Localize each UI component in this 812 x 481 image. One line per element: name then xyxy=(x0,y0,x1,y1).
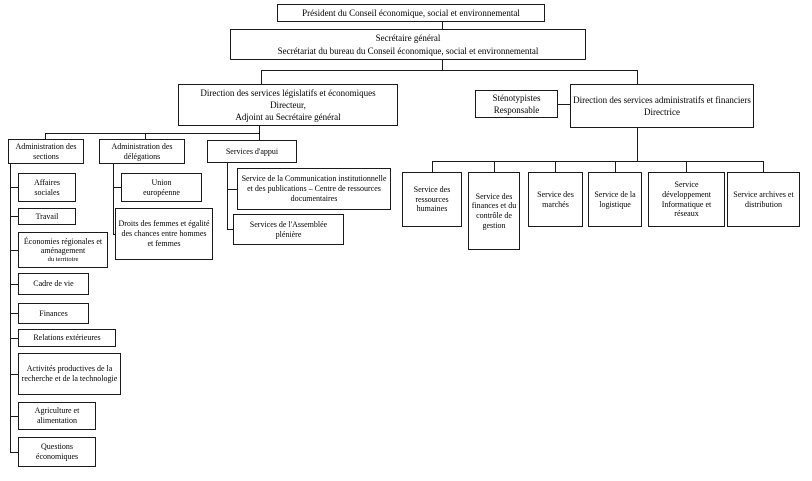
delegation-label: Droits des femmes et égalité des chances… xyxy=(118,219,210,248)
connector-to-service xyxy=(494,161,495,172)
support-services-label: Services d'appui xyxy=(225,146,279,156)
support-service-label: Service de la Communication institutionn… xyxy=(241,174,387,203)
connector-main-horizontal xyxy=(261,70,638,71)
section-label: Relations extérieures xyxy=(33,333,101,343)
connector-stub xyxy=(227,189,237,190)
org-box-admin-sections: Administration des sections xyxy=(8,139,84,164)
section-label: Activités productives de la recherche et… xyxy=(21,364,118,383)
connector-stub xyxy=(10,187,18,188)
org-box-service-assemblee-pleniere: Services de l'Assemblée plénière xyxy=(233,214,344,245)
connector-stub xyxy=(10,313,18,314)
connector-stub xyxy=(10,338,18,339)
stenotypists-role: Responsable xyxy=(493,105,540,115)
section-label: Travail xyxy=(35,211,59,221)
connector-support-trunk xyxy=(227,163,228,229)
connector-stenotypists xyxy=(558,104,570,105)
section-label: Affaires sociales xyxy=(33,177,61,197)
section-label: Cadre de vie xyxy=(33,279,74,289)
section-label: Économies régionales et aménagement xyxy=(23,236,103,256)
secretary-general-title: Secrétaire général xyxy=(375,33,441,44)
connector-stub xyxy=(113,187,121,188)
connector-to-administrative xyxy=(637,70,638,84)
stenotypists-title: Sténotypistes xyxy=(492,92,541,103)
org-box-section-questions-economiques: Questions économiques xyxy=(18,437,96,467)
admin-service-label: Service développement Informatique et ré… xyxy=(661,180,712,219)
connector-stub xyxy=(113,234,115,235)
legislative-direction-role1: Directeur, xyxy=(270,99,306,110)
connector-secretary-down xyxy=(442,60,443,70)
connector-stub xyxy=(10,284,18,285)
org-box-secretary-general: Secrétaire général Secrétariat du bureau… xyxy=(230,29,586,60)
connector-to-service xyxy=(555,161,556,172)
connector-stub xyxy=(10,416,18,417)
connector-stub xyxy=(227,229,233,230)
org-box-section-activites-productives: Activités productives de la recherche et… xyxy=(18,353,121,395)
connector-president-secretary xyxy=(442,22,443,29)
org-box-service-informatique-reseaux: Service développement Informatique et ré… xyxy=(648,172,725,227)
connector-to-legislative xyxy=(261,70,262,84)
org-box-admin-delegations: Administration des délégations xyxy=(99,139,185,164)
connector-to-service xyxy=(432,161,433,172)
administrative-direction-role: Directrice xyxy=(644,107,680,117)
org-box-section-cadre-de-vie: Cadre de vie xyxy=(18,273,89,295)
connector-stub xyxy=(10,216,18,217)
admin-service-label: Service de la logistique xyxy=(594,189,636,209)
admin-service-label: Service archives et distribution xyxy=(733,189,794,209)
president-label: Président du Conseil économique, social … xyxy=(302,7,520,18)
section-label: Finances xyxy=(39,308,68,318)
connector-legislative-horizontal xyxy=(45,133,260,134)
secretary-general-subtitle: Secrétariat du bureau du Conseil économi… xyxy=(277,45,539,56)
admin-service-label: Service des marchés xyxy=(537,189,574,209)
org-box-section-travail: Travail xyxy=(18,208,76,225)
org-box-legislative-direction: Direction des services législatifs et éc… xyxy=(178,84,398,126)
org-box-service-archives-distribution: Service archives et distribution xyxy=(727,172,800,227)
connector-to-admin-sections xyxy=(45,133,46,139)
org-box-section-relations-exterieures: Relations extérieures xyxy=(18,329,116,347)
org-box-section-economies-regionales: Économies régionales et aménagement du t… xyxy=(18,232,108,268)
connector-services-horizontal xyxy=(432,161,763,162)
support-service-label: Services de l'Assemblée plénière xyxy=(249,219,328,239)
org-box-administrative-direction: Direction des services administratifs et… xyxy=(570,84,754,128)
legislative-direction-title: Direction des services législatifs et éc… xyxy=(200,87,376,98)
connector-to-service xyxy=(763,161,764,172)
org-box-section-affaires-sociales: Affaires sociales xyxy=(18,173,76,202)
administrative-direction-title: Direction des services administratifs et… xyxy=(573,94,751,105)
org-box-delegation-union-europeenne: Union européenne xyxy=(121,173,202,202)
delegation-label: Union européenne xyxy=(143,177,180,197)
connector-administrative-down xyxy=(637,128,638,161)
legislative-direction-role2: Adjoint au Secrétaire général xyxy=(235,112,341,123)
admin-sections-label: Administration des sections xyxy=(15,141,77,161)
section-label: Questions économiques xyxy=(35,442,79,461)
admin-service-label: Service des ressources humaines xyxy=(413,184,451,214)
org-box-service-finances-controle: Service des finances et du contrôle de g… xyxy=(468,172,520,250)
org-box-stenotypists: Sténotypistes Responsable xyxy=(475,90,558,118)
connector-stub xyxy=(10,374,18,375)
connector-to-service xyxy=(615,161,616,172)
org-box-support-services: Services d'appui xyxy=(207,140,297,163)
org-box-delegation-droits-des-femmes: Droits des femmes et égalité des chances… xyxy=(115,208,213,260)
org-box-service-marches: Service des marchés xyxy=(528,172,583,227)
org-box-service-ressources-humaines: Service des ressources humaines xyxy=(402,172,462,227)
section-sublabel: du territoire xyxy=(47,256,79,264)
admin-delegations-label: Administration des délégations xyxy=(111,141,173,161)
connector-delegations-trunk xyxy=(113,164,114,234)
org-box-section-agriculture: Agriculture et alimentation xyxy=(18,402,96,430)
section-label: Agriculture et alimentation xyxy=(34,406,80,425)
connector-to-service xyxy=(686,161,687,172)
connector-to-admin-delegations xyxy=(145,133,146,139)
org-box-section-finances: Finances xyxy=(18,303,89,324)
admin-service-label: Service des finances et du contrôle de g… xyxy=(471,191,517,230)
connector-stub xyxy=(10,250,18,251)
connector-sections-trunk xyxy=(10,164,11,452)
org-box-president: Président du Conseil économique, social … xyxy=(277,4,545,22)
connector-stub xyxy=(10,452,18,453)
org-box-service-communication: Service de la Communication institutionn… xyxy=(237,168,391,210)
org-box-service-logistique: Service de la logistique xyxy=(588,172,642,227)
